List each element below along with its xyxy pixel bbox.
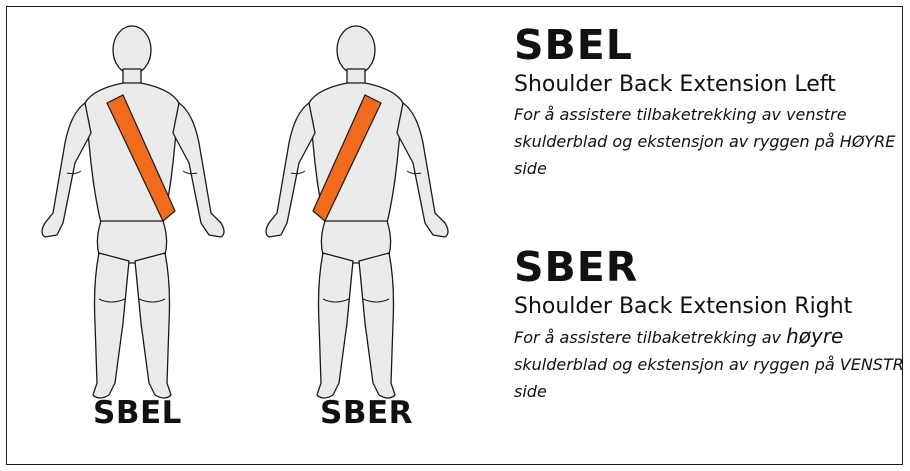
left-arm [42,103,91,237]
sber-figure-caption: SBER [320,395,413,431]
head [113,26,151,74]
sbel-info: SBEL Shoulder Back Extension Left For å … [514,21,903,182]
sber-name: Shoulder Back Extension Right [514,293,903,321]
back-view-figure-icon [23,23,243,423]
sber-info: SBER Shoulder Back Extension Right For å… [514,243,903,405]
head [337,26,375,74]
sber-description-start: For å assistere tilbaketrekking av [514,328,786,347]
diagram-frame: SBEL SBER SBEL Shoulder Back Extension L… [6,6,903,465]
sber-code: SBER [514,243,903,291]
right-leg [135,253,171,398]
sbel-figure-caption: SBEL [93,395,182,431]
right-arm [173,103,224,237]
left-arm [266,103,315,237]
sbel-description: For å assistere tilbaketrekking av venst… [514,101,903,182]
sber-description-end: skulderblad og ekstensjon av ryggen på V… [514,355,903,401]
sbel-figure [23,23,243,423]
right-arm [397,103,448,237]
sber-description-highlight: høyre [786,324,843,348]
back-view-figure-icon [247,23,467,423]
sber-description: For å assistere tilbaketrekking av høyre… [514,323,903,405]
sber-figure [247,23,467,423]
sbel-code: SBEL [514,21,903,69]
sbel-name: Shoulder Back Extension Left [514,71,903,99]
left-leg [317,253,353,398]
right-leg [359,253,395,398]
left-leg [93,253,129,398]
